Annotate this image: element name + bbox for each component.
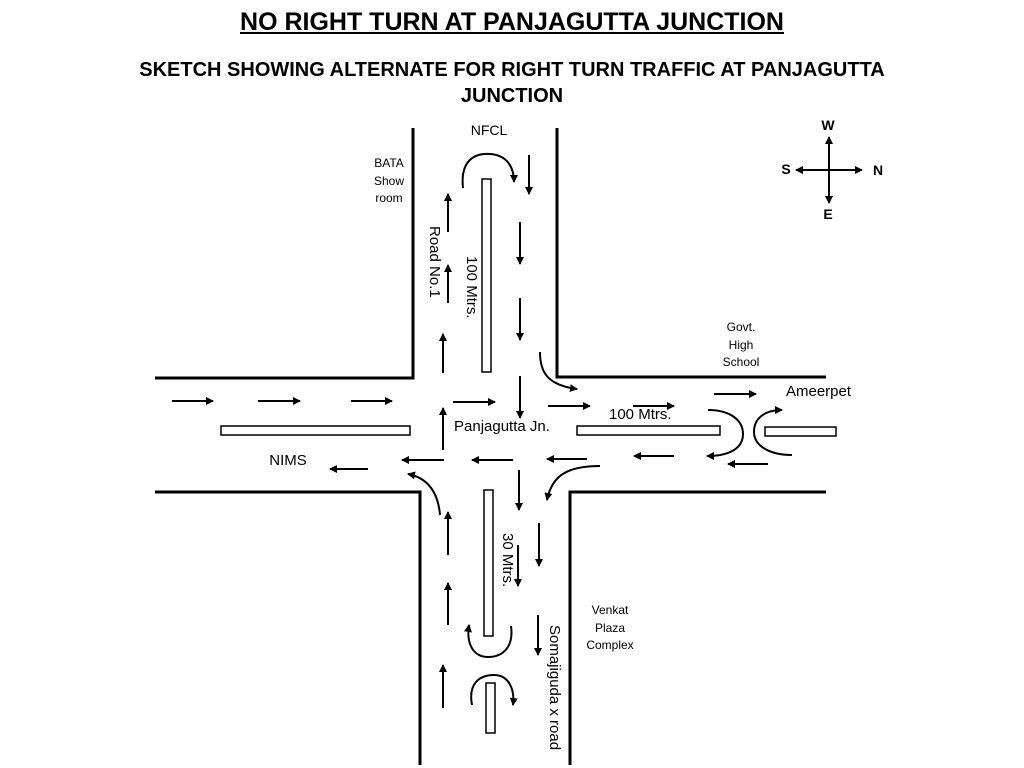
page-subtitle: SKETCH SHOWING ALTERNATE FOR RIGHT TURN … [139, 59, 885, 107]
median-south-far [485, 682, 496, 734]
svg-text:Show: Show [374, 174, 404, 188]
u-turn-arrow [752, 406, 793, 456]
compass-south: S [781, 161, 790, 177]
u-turn-arrow [470, 673, 518, 706]
curb-se [568, 490, 826, 765]
curb-nw [155, 128, 415, 380]
page-title: NO RIGHT TURN AT PANJAGUTTA JUNCTION [240, 8, 784, 36]
svg-text:Venkat: Venkat [592, 603, 629, 617]
compass-labels: W E S N [781, 117, 883, 222]
u-turn-arrow [464, 624, 513, 659]
svg-text:room: room [375, 191, 402, 205]
curve-arrow [407, 471, 441, 516]
traffic-arrows [172, 152, 793, 708]
road-curbs [155, 128, 826, 765]
svg-text:School: School [723, 355, 760, 369]
label-east-distance: 100 Mtrs. [609, 406, 672, 423]
median-east [576, 425, 721, 436]
svg-text:BATA: BATA [374, 156, 404, 170]
median-east-far [764, 426, 837, 437]
label-nfcl: NFCL [471, 122, 508, 138]
road-labels: Road No.1 100 Mtrs. 30 Mtrs. Somajiguda … [426, 226, 563, 750]
svg-text:Complex: Complex [586, 638, 633, 652]
place-labels: NFCL BATA Show room Govt. High School Am… [269, 122, 852, 652]
label-venkat-plaza: Venkat Plaza Complex [586, 603, 633, 652]
curve-arrow [544, 465, 601, 501]
label-nims: NIMS [269, 452, 307, 469]
medians [220, 178, 837, 734]
compass-east: E [823, 206, 832, 222]
compass [795, 136, 863, 204]
u-turn-arrow [706, 409, 745, 460]
label-ameerpet: Ameerpet [786, 383, 852, 400]
label-south-distance: 30 Mtrs. [499, 533, 516, 587]
label-somajiguda: Somajiguda x road [546, 625, 563, 750]
label-north-distance: 100 Mtrs. [463, 256, 480, 319]
curb-ne [555, 128, 826, 379]
u-turn-arrow [461, 152, 518, 189]
label-govt-school: Govt. High School [723, 320, 760, 369]
label-junction: Panjagutta Jn. [454, 418, 550, 435]
svg-text:Govt.: Govt. [727, 320, 756, 334]
compass-north: N [873, 162, 883, 178]
median-north [481, 178, 492, 373]
svg-text:Plaza: Plaza [595, 621, 625, 635]
svg-text:High: High [729, 338, 754, 352]
curve-arrow [539, 351, 578, 393]
curb-sw [155, 490, 422, 765]
median-south [483, 489, 494, 637]
median-west [220, 425, 411, 436]
label-bata: BATA Show room [374, 156, 404, 205]
compass-west: W [821, 117, 835, 133]
label-road-no1: Road No.1 [426, 226, 443, 298]
